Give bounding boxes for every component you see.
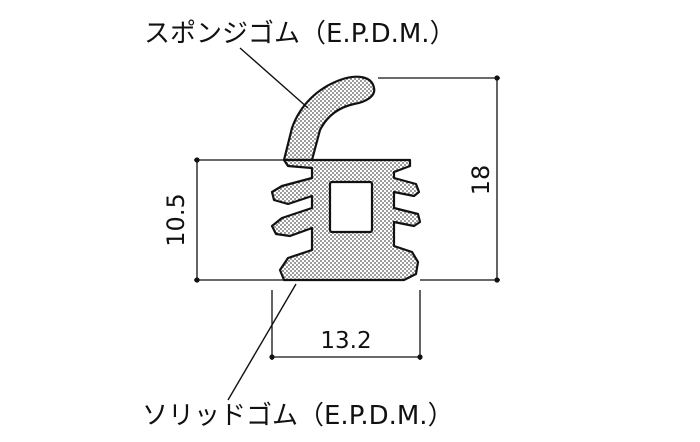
dim-left-dot-top [194, 157, 200, 163]
dim-right-dot-top [494, 75, 500, 81]
leader-solid [227, 283, 297, 401]
leader-sponge [239, 47, 309, 109]
dim-bottom-dot-right [417, 354, 423, 360]
dim-right-dot-bottom [494, 277, 500, 283]
dim-width: 13.2 [320, 328, 371, 354]
dimension-left [194, 159, 284, 281]
dim-height-body: 10.5 [162, 193, 190, 246]
label-solid-rubber: ソリッドゴム（E.P.D.M.） [142, 401, 454, 431]
dim-left-dot-bottom [194, 277, 200, 283]
dim-height-total: 18 [467, 165, 495, 196]
sponge-lip [282, 75, 376, 162]
hollow-core [328, 180, 374, 234]
dimension-right [378, 77, 500, 281]
label-sponge-rubber: スポンジゴム（E.P.D.M.） [144, 19, 456, 49]
dim-bottom-dot-left [269, 354, 275, 360]
